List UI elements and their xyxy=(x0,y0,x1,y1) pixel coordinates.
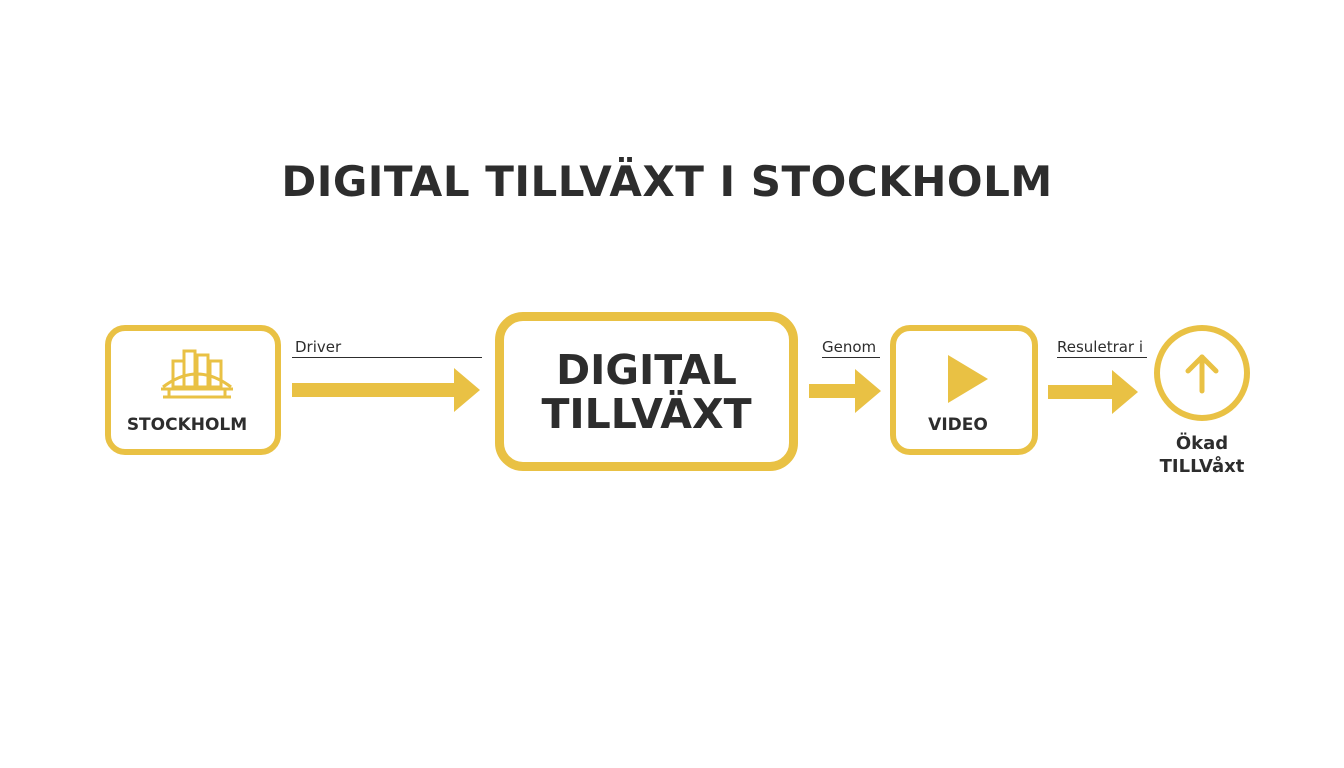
connector-label-resuletrar: Resuletrar i xyxy=(1057,338,1144,356)
play-icon xyxy=(948,355,988,403)
connector-label-driver: Driver xyxy=(295,338,342,356)
arrow-right-icon xyxy=(292,368,480,412)
video-label: VIDEO xyxy=(928,415,988,435)
video-node: VIDEO xyxy=(890,325,1038,455)
arrow-right-icon xyxy=(1048,370,1138,414)
connector-label-genom: Genom xyxy=(822,338,877,356)
arrow-up-icon xyxy=(1185,354,1219,394)
digital-tillvaxt-line-1: DIGITAL xyxy=(556,346,737,394)
digital-tillvaxt-node: DIGITAL TILLVÄXT xyxy=(495,312,798,471)
connector-underline-genom xyxy=(822,357,880,358)
diagram-title: DIGITAL TILLVÄXT I STOCKHOLM xyxy=(281,157,1053,206)
digital-tillvaxt-line-2: TILLVÄXT xyxy=(541,390,752,438)
city-skyline-icon xyxy=(161,349,233,399)
stockholm-label: STOCKHOLM xyxy=(126,415,248,435)
stockholm-node: STOCKHOLM xyxy=(105,325,281,455)
arrow-right-icon xyxy=(809,369,881,413)
connector-underline-driver xyxy=(292,357,482,358)
result-label: Ökad TILLVåxt xyxy=(1142,432,1262,478)
connector-underline-resuletrar xyxy=(1057,357,1147,358)
result-label-line-2: TILLVåxt xyxy=(1159,456,1245,477)
digital-tillvaxt-label: DIGITAL TILLVÄXT xyxy=(504,348,789,436)
result-label-line-1: Ökad xyxy=(1175,433,1229,454)
result-node xyxy=(1154,325,1250,421)
